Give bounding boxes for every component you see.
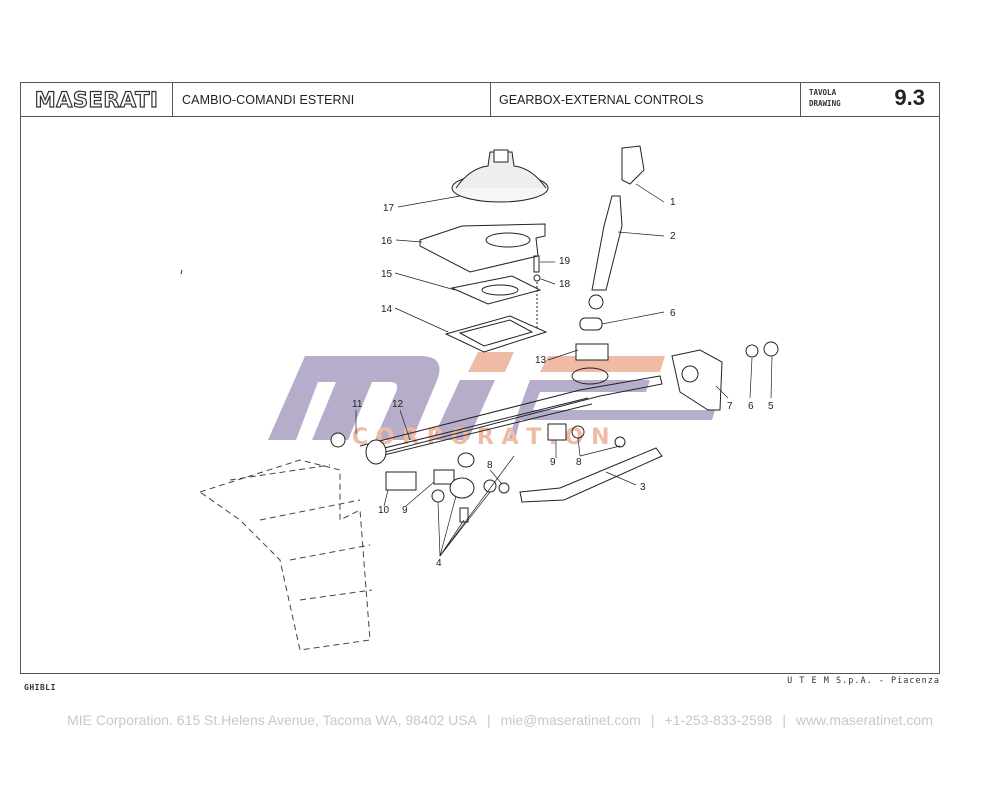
drawing-label-it: TAVOLA <box>809 88 837 97</box>
maserati-logo: MASERATI <box>34 87 159 112</box>
contact-bar: MIE Corporation. 615 St.Helens Avenue, T… <box>0 712 1000 728</box>
title-italian: CAMBIO-COMANDI ESTERNI <box>173 83 491 116</box>
publisher-name: U T E M S.p.A. - Piacenza <box>787 676 940 686</box>
title-english: GEARBOX-EXTERNAL CONTROLS <box>491 83 801 116</box>
drawing-number-cell: TAVOLA DRAWING 9.3 <box>801 83 939 116</box>
drawing-sheet: MASERATI CAMBIO-COMANDI ESTERNI GEARBOX-… <box>20 82 940 674</box>
title-block: MASERATI CAMBIO-COMANDI ESTERNI GEARBOX-… <box>21 83 939 117</box>
contact-phone[interactable]: +1-253-833-2598 <box>664 712 773 728</box>
separator: | <box>782 712 786 728</box>
separator: | <box>486 712 491 728</box>
separator: | <box>650 712 655 728</box>
contact-email[interactable]: mie@maseratinet.com <box>500 712 641 728</box>
model-name: GHIBLI <box>24 683 56 692</box>
brand-logo-cell: MASERATI <box>21 83 173 116</box>
contact-address: MIE Corporation. 615 St.Helens Avenue, T… <box>67 712 477 728</box>
drawing-number: 9.3 <box>894 85 925 110</box>
drawing-label: TAVOLA DRAWING <box>809 87 841 109</box>
drawing-label-en: DRAWING <box>809 99 841 108</box>
contact-website[interactable]: www.maseratinet.com <box>795 712 933 728</box>
